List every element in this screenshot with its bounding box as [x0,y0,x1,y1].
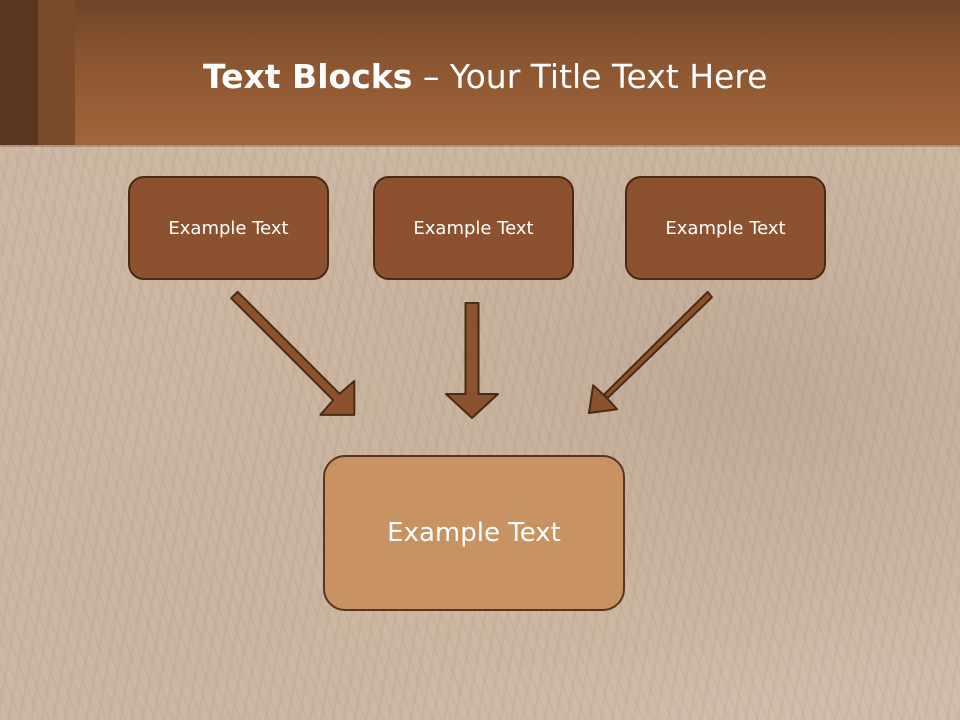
header-divider [0,145,960,147]
title-bold-part: Text Blocks [203,57,413,96]
title-separator: – [412,57,450,96]
header-accent-mid [38,0,75,145]
text-block-3[interactable]: Example Text [625,176,826,280]
title-header-bar [0,0,960,145]
text-block-2-label: Example Text [413,217,534,239]
header-accent-dark [0,0,38,145]
text-block-1-label: Example Text [168,217,289,239]
arrow-right-diagonal[interactable] [588,290,713,414]
slide-title[interactable]: Text Blocks – Your Title Text Here [203,52,767,102]
main-text-block[interactable]: Example Text [323,455,625,611]
arrow-left-diagonal[interactable] [230,290,356,416]
main-text-block-label: Example Text [387,518,561,548]
title-rest-part: Your Title Text Here [449,57,768,96]
arrow-center-down[interactable] [445,302,499,419]
text-block-1[interactable]: Example Text [128,176,329,280]
text-block-3-label: Example Text [665,217,786,239]
text-block-2[interactable]: Example Text [373,176,574,280]
